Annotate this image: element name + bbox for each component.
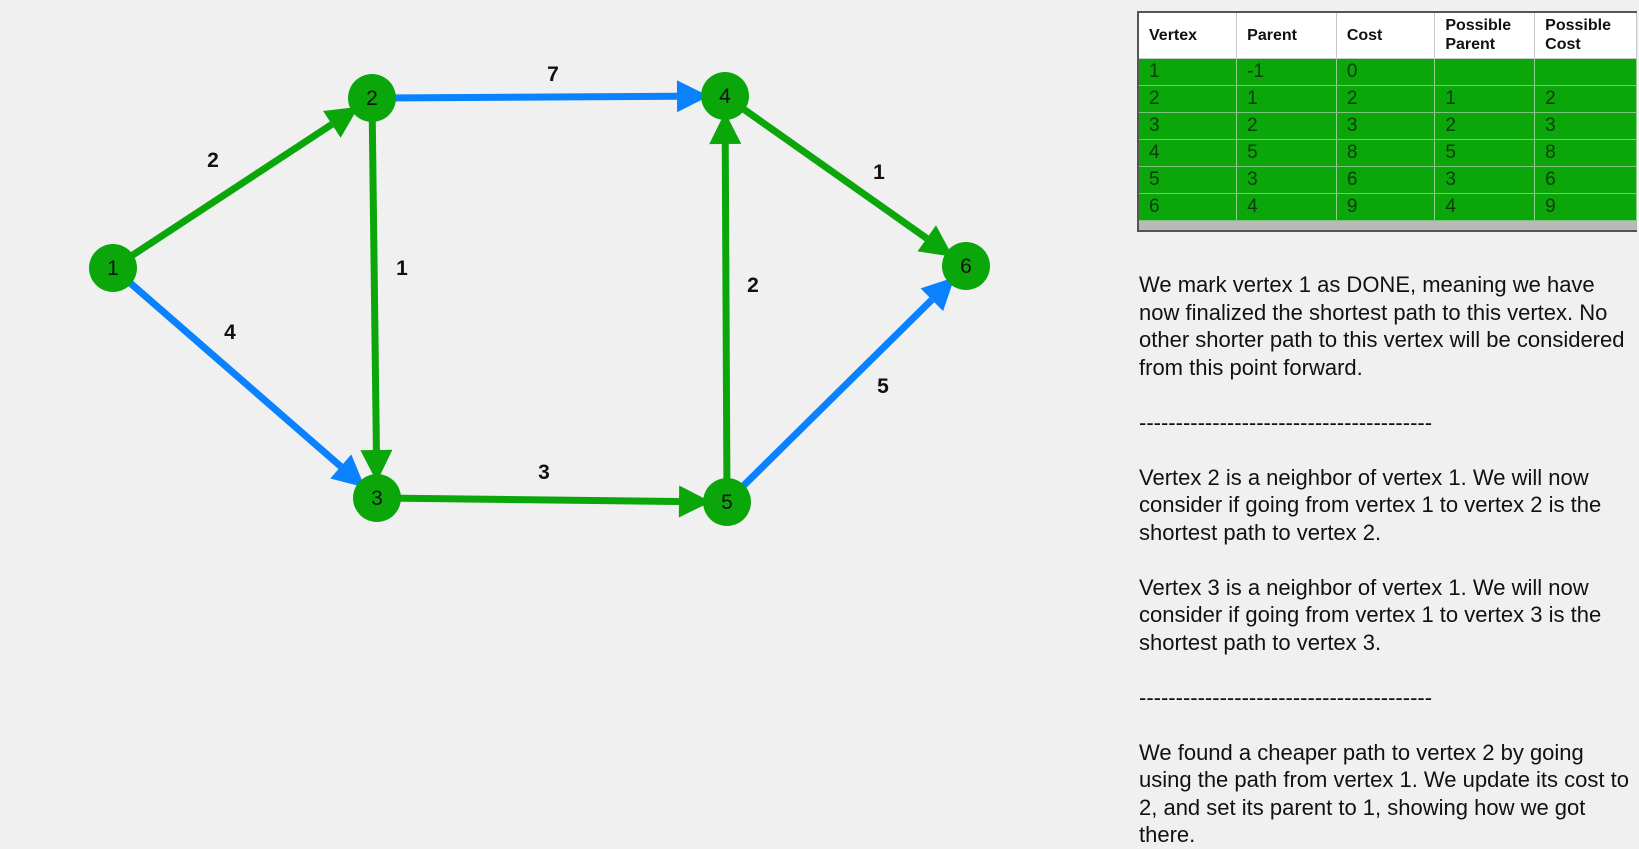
edge-3-5: [376, 494, 680, 505]
vertex-6[interactable]: [942, 242, 990, 290]
table-cell: 9: [1534, 193, 1637, 221]
log-paragraph: Vertex 3 is a neighbor of vertex 1. We w…: [1139, 574, 1602, 655]
table-cell: 9: [1336, 193, 1436, 221]
table-cell: 4: [1236, 193, 1337, 221]
log-paragraph: We mark vertex 1 as DONE, meaning we hav…: [1139, 272, 1625, 380]
arrowhead-5-4: [709, 111, 742, 145]
table-cell: 1: [1236, 85, 1337, 113]
table-cell: 1: [1139, 58, 1238, 86]
edge-5-4: [721, 143, 731, 503]
table-cell: 3: [1139, 112, 1238, 140]
explanation-log: We mark vertex 1 as DONE, meaning we hav…: [1139, 271, 1637, 847]
table-cell: 2: [1236, 112, 1337, 140]
table-cell: 3: [1336, 112, 1436, 140]
table-cell: 8: [1534, 139, 1637, 167]
table-cell: 2: [1336, 85, 1436, 113]
edge-1-3: [110, 265, 344, 470]
column-header-0[interactable]: Vertex: [1139, 13, 1238, 59]
table-cell: 1: [1434, 85, 1536, 113]
table-cell: 5: [1236, 139, 1337, 167]
vertex-1[interactable]: [89, 244, 137, 292]
arrowhead-3-5: [678, 485, 712, 518]
graph-canvas: 1 2 3 4 5 6 2 4 1 7 3 2 1 5: [89, 63, 990, 526]
table-cell: 6: [1336, 166, 1436, 194]
table-cell: 8: [1336, 139, 1436, 167]
vertex-label-1: 1: [107, 257, 119, 280]
edge-1-2: [111, 121, 334, 271]
edge-weight-3-5: 3: [538, 461, 550, 484]
table-cell: 2: [1139, 85, 1238, 113]
table-cell: 2: [1534, 85, 1637, 113]
arrowhead-2-4: [676, 80, 710, 113]
table-cell: 4: [1139, 139, 1238, 167]
arrowhead-1-2: [323, 106, 359, 138]
vertex-label-2: 2: [366, 87, 378, 110]
table-cell: 3: [1434, 166, 1536, 194]
table-cell: 6: [1534, 166, 1637, 194]
log-paragraph: We found a cheaper path to vertex 2 by g…: [1139, 739, 1629, 848]
log-paragraph: Vertex 2 is a neighbor of vertex 1. We w…: [1139, 464, 1602, 545]
vertex-5[interactable]: [703, 478, 751, 526]
table-cell: 2: [1434, 112, 1536, 140]
edge-weight-4-6: 1: [873, 161, 885, 184]
edge-weight-1-2: 2: [207, 149, 219, 172]
vertex-4[interactable]: [701, 72, 749, 120]
vertex-3[interactable]: [353, 474, 401, 522]
edge-weight-2-3: 1: [396, 257, 408, 280]
log-separator: ----------------------------------------: [1139, 409, 1433, 435]
table-cell: [1534, 58, 1637, 86]
column-header-4[interactable]: Possible Cost: [1534, 13, 1637, 59]
edge-weight-2-4: 7: [547, 63, 559, 86]
column-header-3[interactable]: Possible Parent: [1434, 13, 1536, 59]
table-cell: 6: [1139, 193, 1238, 221]
table-cell: -1: [1236, 58, 1337, 86]
arrowhead-1-3: [330, 454, 365, 488]
table-cell: 4: [1434, 193, 1536, 221]
arrowhead-5-6: [920, 277, 955, 312]
edge-4-6: [722, 93, 929, 242]
vertex-label-6: 6: [960, 255, 972, 278]
vertex-label-3: 3: [371, 487, 383, 510]
vertex-label-4: 4: [719, 85, 731, 108]
table-cell: 5: [1139, 166, 1238, 194]
arrowhead-4-6: [917, 225, 953, 257]
table-cell: [1434, 58, 1536, 86]
edge-2-4: [371, 92, 678, 102]
arrowhead-2-3: [360, 449, 393, 483]
table-cell: 5: [1434, 139, 1536, 167]
vertex-label-5: 5: [721, 491, 733, 514]
column-header-2[interactable]: Cost: [1336, 13, 1436, 59]
column-header-1[interactable]: Parent: [1236, 13, 1337, 59]
vertex-2[interactable]: [348, 74, 396, 122]
edge-5-6: [724, 297, 935, 505]
edge-weight-5-4: 2: [747, 274, 759, 297]
edge-2-3: [368, 97, 380, 451]
table-cell: 0: [1336, 58, 1436, 86]
log-separator: ----------------------------------------: [1139, 684, 1433, 710]
table-cell: 3: [1534, 112, 1637, 140]
table-cell: 3: [1236, 166, 1337, 194]
edge-weight-1-3: 4: [224, 321, 236, 344]
edge-weight-5-6: 5: [877, 375, 889, 398]
